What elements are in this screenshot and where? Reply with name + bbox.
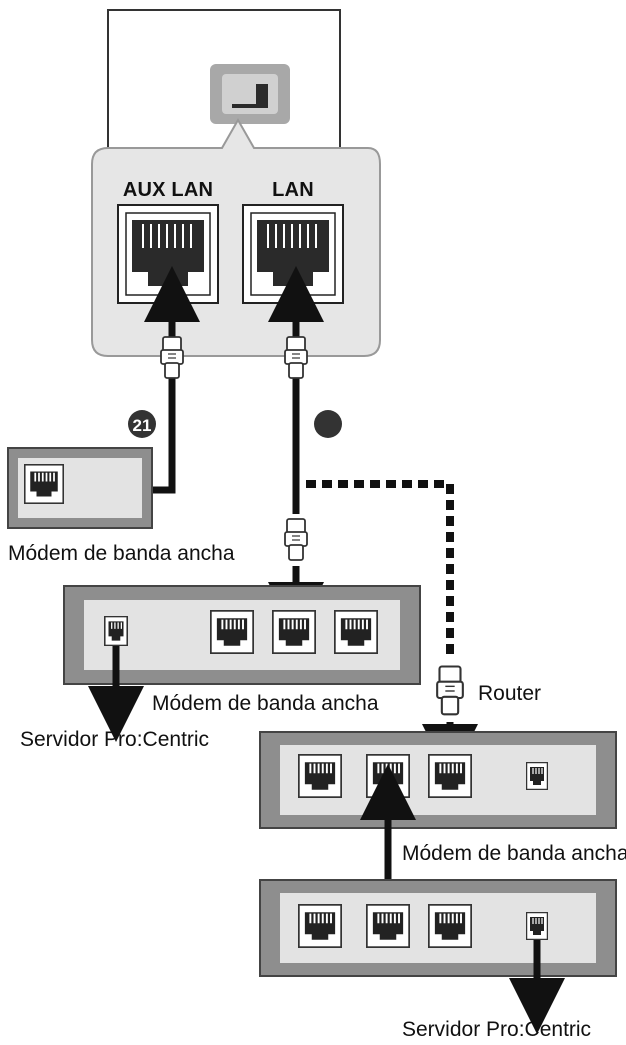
dotted-router-path xyxy=(306,480,454,660)
left-modem-label: Módem de banda ancha xyxy=(8,542,235,565)
router-plug xyxy=(436,665,464,716)
right-modem xyxy=(259,731,617,829)
aux-lan-port xyxy=(117,204,219,304)
svg-text:21: 21 xyxy=(133,416,152,435)
badge-aux: 21 xyxy=(128,410,156,438)
main-modem-plug xyxy=(284,517,308,562)
badge-lan xyxy=(314,410,342,438)
left-server-label: Servidor Pro:Centric xyxy=(20,728,209,751)
main-modem xyxy=(63,585,421,685)
lan-port xyxy=(242,204,344,304)
router-label: Router xyxy=(478,682,541,705)
lan-plug xyxy=(284,336,308,379)
bottom-modem xyxy=(259,879,617,977)
aux-lan-port-label: AUX LAN xyxy=(123,179,213,201)
aux-lan-plug xyxy=(160,336,184,379)
bottom-server-label: Servidor Pro:Centric xyxy=(402,1018,591,1041)
left-modem xyxy=(7,447,153,529)
lan-port-label: LAN xyxy=(272,179,314,201)
main-modem-label: Módem de banda ancha xyxy=(152,692,379,715)
right-modem-label: Módem de banda ancha xyxy=(402,842,626,865)
